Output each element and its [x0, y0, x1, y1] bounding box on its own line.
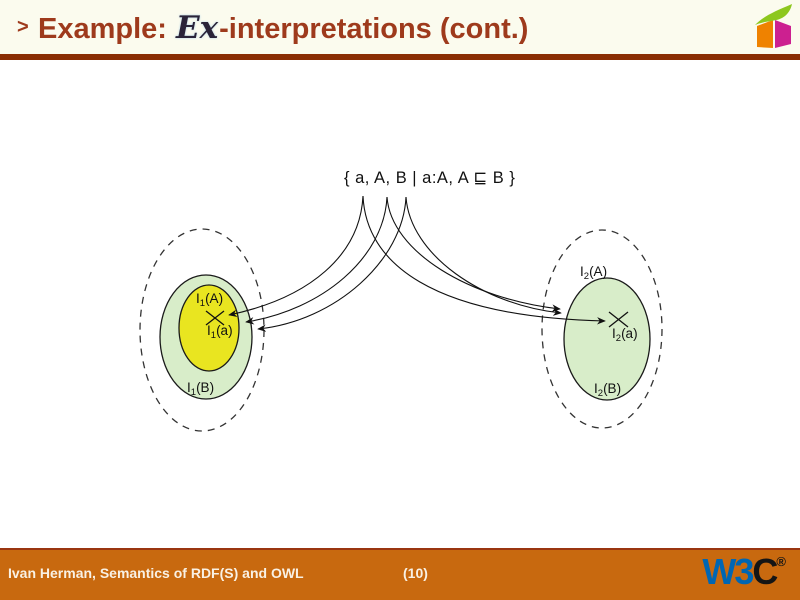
chevron-bullet-icon: > [17, 16, 29, 38]
label-I1-a: I1(a) [207, 323, 233, 341]
footer-bar: Ivan Herman, Semantics of RDF(S) and OWL… [0, 548, 800, 600]
title-rule-divider [0, 54, 800, 60]
set-expression: { a, A, B | a:A, A ⊑ B } [344, 169, 516, 187]
label-I2-B: I2(B) [594, 381, 622, 399]
arrow-A-to-I2A [386, 196, 561, 312]
arrow-B-to-I2B [405, 196, 562, 316]
right-class-ellipse [563, 277, 651, 401]
arrow-B-to-I1B [257, 196, 407, 332]
x-mark-right [608, 311, 629, 328]
left-class-A-ellipse [178, 284, 240, 372]
page-title: Example: Ex-interpretations (cont.) [38, 10, 528, 46]
registered-mark-icon: ® [776, 554, 786, 569]
label-I2-a: I2(a) [612, 326, 638, 344]
w3c-logo-c: C [752, 551, 778, 592]
label-I2-A: I2(A) [580, 264, 608, 282]
arrow-A-to-I1A [245, 196, 388, 325]
x-mark-left [205, 310, 225, 326]
mapping-arrows [228, 195, 606, 332]
title-script-ex: Ex [176, 10, 219, 46]
label-I1-B: I1(B) [187, 380, 215, 398]
label-I1-A: I1(A) [196, 291, 224, 309]
w3c-logo-w3: W3 [702, 551, 754, 592]
cube-icon [755, 4, 792, 48]
title-pre: Example: [38, 13, 175, 45]
w3c-logo: W3C® [702, 551, 786, 593]
footer-page-number: (10) [403, 565, 428, 581]
title-bar: > Example: Ex-interpretations (cont.) [0, 0, 800, 54]
right-domain-dashed-ellipse [541, 229, 663, 429]
footer-credit: Ivan Herman, Semantics of RDF(S) and OWL [8, 565, 304, 581]
title-post: -interpretations (cont.) [219, 13, 529, 45]
arrow-a-to-I2a [362, 195, 606, 325]
arrow-a-to-I1a [228, 195, 364, 318]
